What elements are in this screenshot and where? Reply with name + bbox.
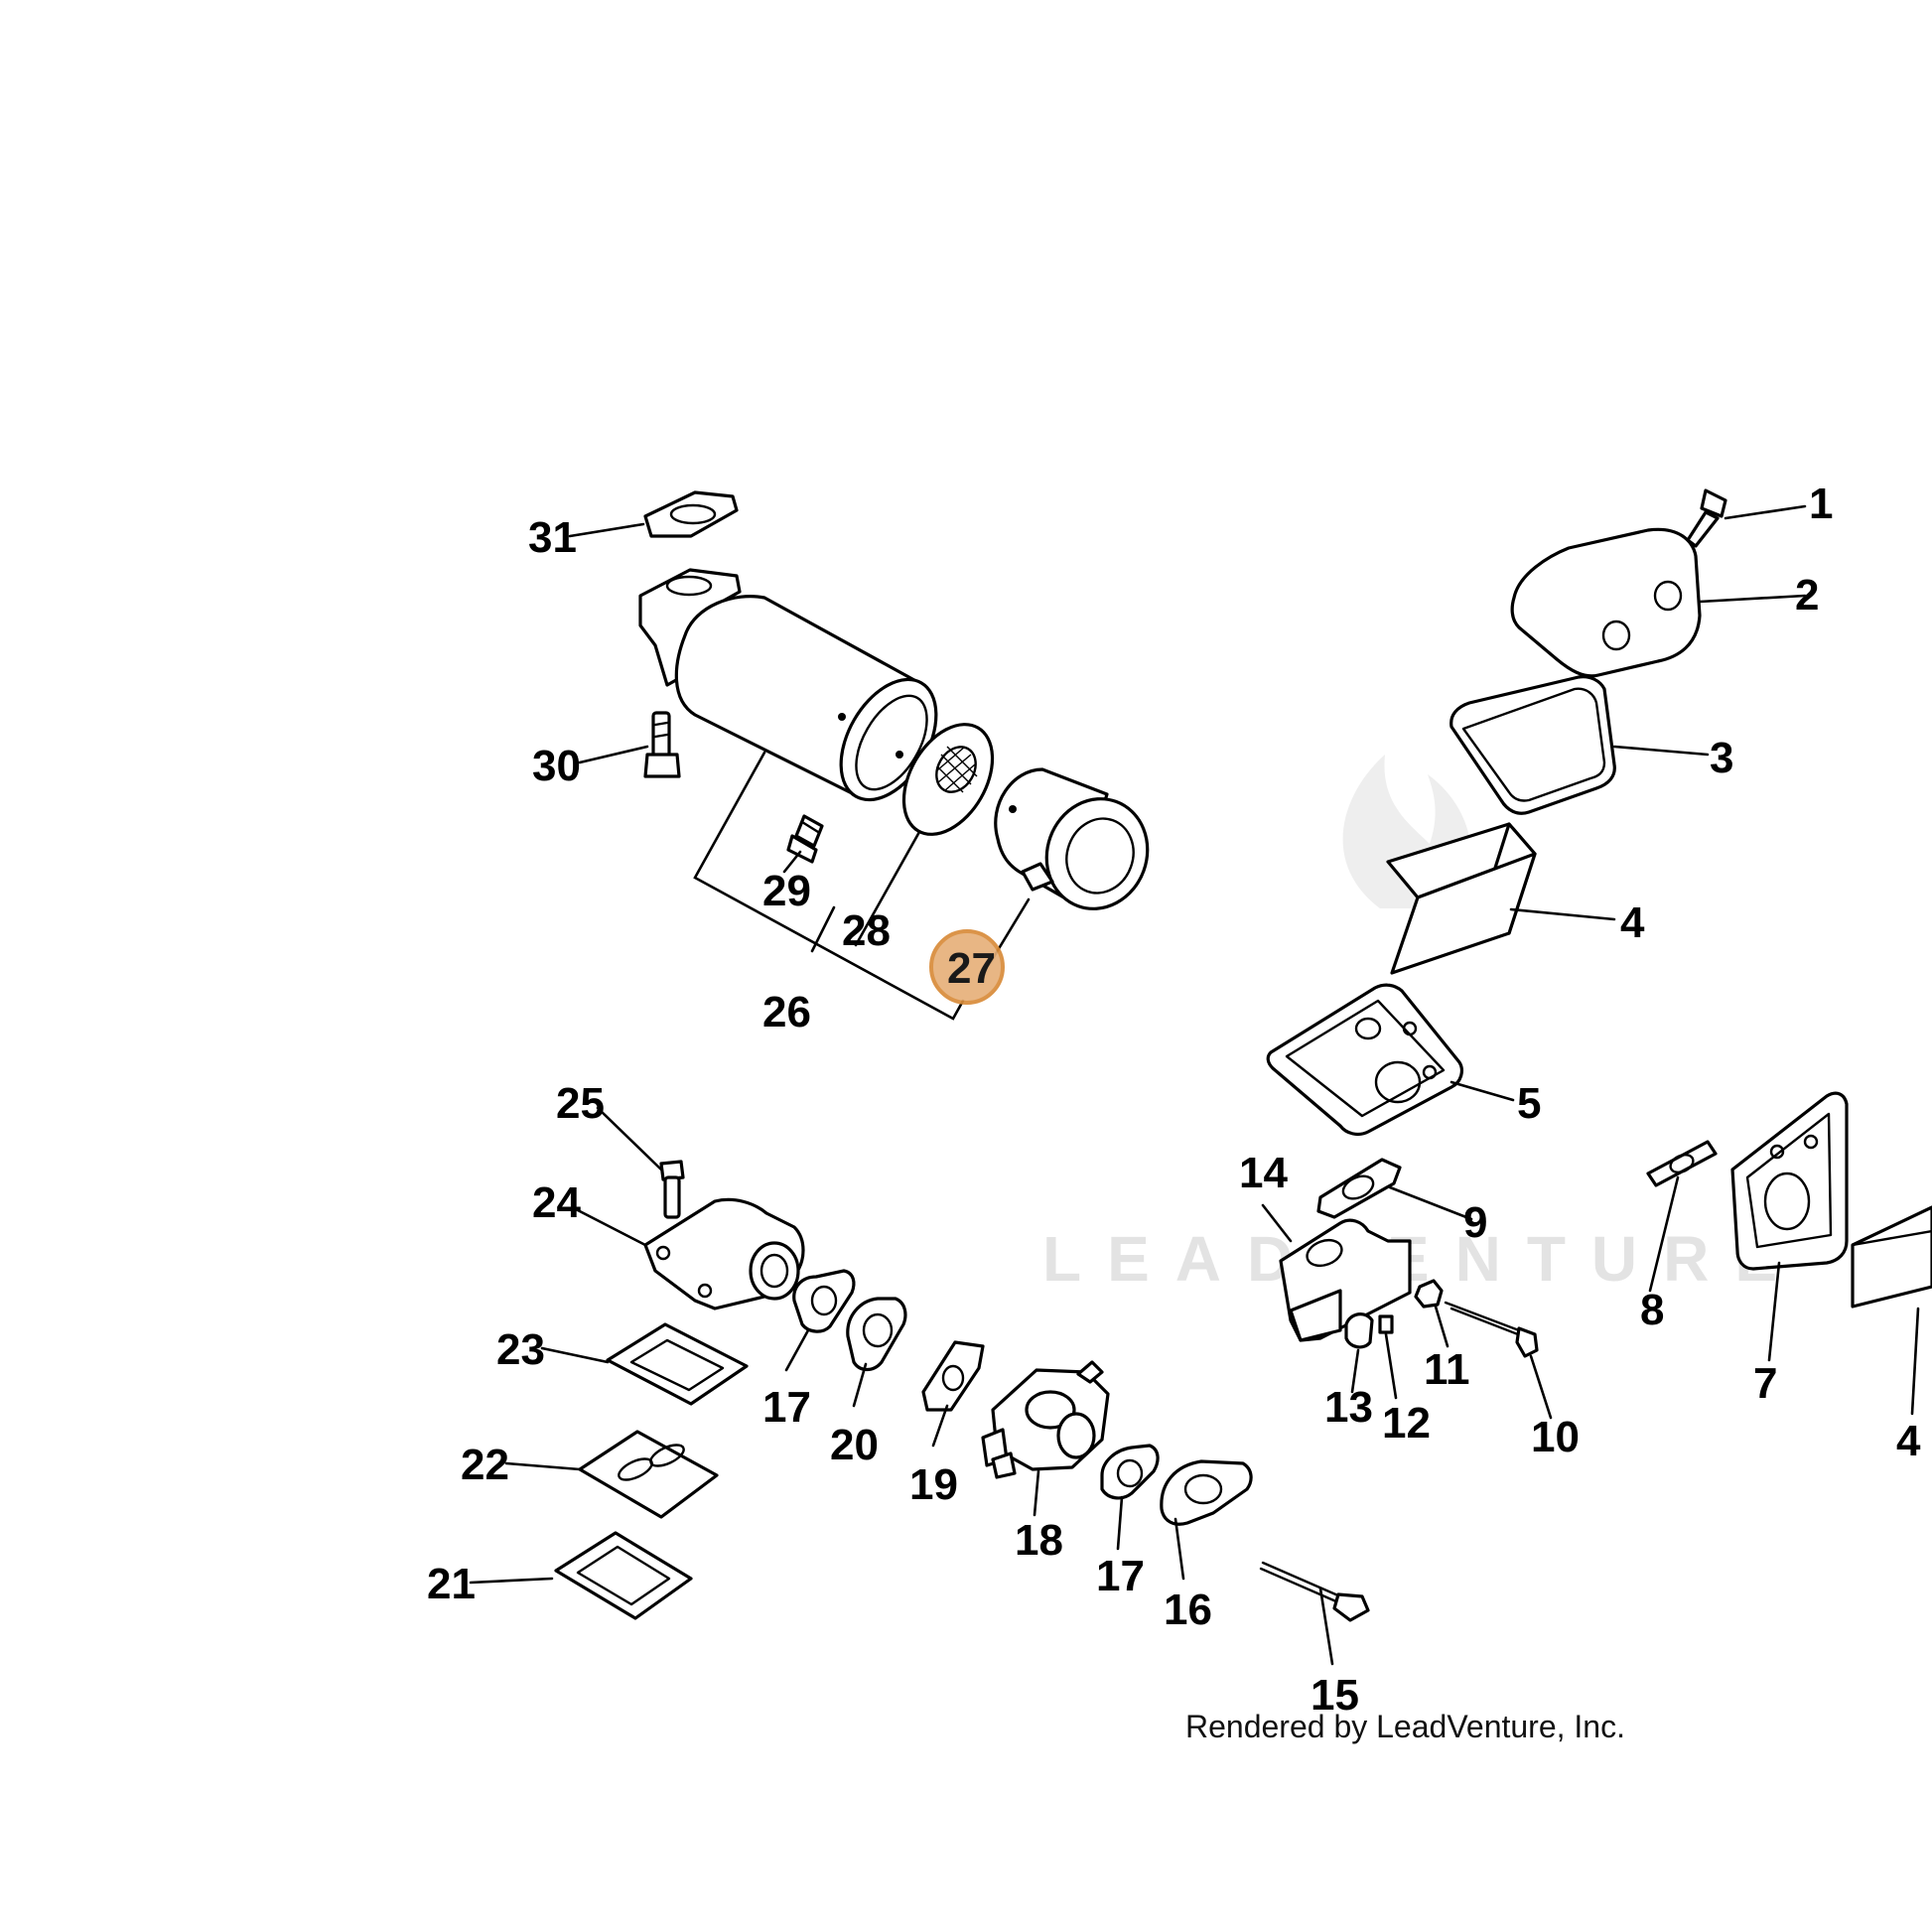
highlight-marker[interactable] bbox=[929, 929, 1005, 1005]
callout-26[interactable]: 26 bbox=[762, 988, 811, 1036]
air-cleaner-cover-2[interactable] bbox=[1510, 527, 1702, 678]
screw-29[interactable] bbox=[786, 814, 824, 864]
gasket-21[interactable] bbox=[554, 1531, 693, 1620]
muffler-gasket-31[interactable] bbox=[643, 490, 739, 538]
muffler-cap-27[interactable] bbox=[994, 767, 1163, 923]
callout-2[interactable]: 2 bbox=[1795, 571, 1819, 620]
gasket-8[interactable] bbox=[1646, 1140, 1718, 1187]
plate-22[interactable] bbox=[578, 1430, 719, 1519]
intake-manifold-24[interactable] bbox=[643, 1197, 805, 1311]
carburetor-18[interactable] bbox=[981, 1360, 1110, 1479]
gasket-17-left[interactable] bbox=[792, 1269, 856, 1333]
callout-10[interactable]: 10 bbox=[1531, 1413, 1580, 1461]
callout-30[interactable]: 30 bbox=[532, 742, 581, 790]
foam-element-4-right[interactable] bbox=[1851, 1205, 1932, 1309]
callout-14[interactable]: 14 bbox=[1239, 1149, 1288, 1197]
callout-1[interactable]: 1 bbox=[1809, 480, 1833, 528]
spark-arrestor-screen-28[interactable] bbox=[886, 709, 1011, 850]
callout-19[interactable]: 19 bbox=[909, 1460, 958, 1509]
credit-text: Rendered by LeadVenture, Inc. bbox=[1185, 1709, 1625, 1744]
foam-element-4[interactable] bbox=[1386, 822, 1537, 975]
gasket-23[interactable] bbox=[606, 1322, 749, 1406]
callout-4-right[interactable]: 4 bbox=[1896, 1417, 1921, 1465]
callout-18[interactable]: 18 bbox=[1015, 1516, 1063, 1565]
callout-labels: 1 2 3 4 5 7 8 4 9 10 11 12 13 14 15 16 1… bbox=[427, 480, 1921, 1720]
nut-13[interactable] bbox=[1344, 1312, 1374, 1349]
callout-17-left[interactable]: 17 bbox=[762, 1383, 811, 1432]
callout-8[interactable]: 8 bbox=[1640, 1286, 1664, 1334]
air-cleaner-case-5[interactable] bbox=[1266, 983, 1463, 1137]
bolt-30[interactable] bbox=[643, 711, 681, 778]
callout-13[interactable]: 13 bbox=[1324, 1383, 1373, 1432]
callout-20[interactable]: 20 bbox=[830, 1421, 879, 1469]
gasket-17-right[interactable] bbox=[1100, 1444, 1160, 1500]
callout-12[interactable]: 12 bbox=[1382, 1399, 1431, 1448]
callout-16[interactable]: 16 bbox=[1164, 1586, 1212, 1634]
callout-25[interactable]: 25 bbox=[556, 1079, 605, 1128]
callout-15[interactable]: 15 bbox=[1311, 1671, 1359, 1720]
callout-31[interactable]: 31 bbox=[528, 513, 577, 562]
bolt-15[interactable] bbox=[1259, 1561, 1370, 1622]
callout-22[interactable]: 22 bbox=[461, 1441, 509, 1489]
callout-5[interactable]: 5 bbox=[1517, 1079, 1541, 1128]
bolt-25[interactable] bbox=[659, 1160, 685, 1219]
callout-23[interactable]: 23 bbox=[496, 1325, 545, 1374]
gasket-9[interactable] bbox=[1316, 1158, 1402, 1219]
callout-9[interactable]: 9 bbox=[1463, 1198, 1487, 1247]
air-cleaner-case-7[interactable] bbox=[1730, 1091, 1849, 1271]
gasket-16[interactable] bbox=[1160, 1459, 1253, 1526]
callout-21[interactable]: 21 bbox=[427, 1560, 476, 1608]
clip-12[interactable] bbox=[1378, 1314, 1394, 1334]
gasket-19[interactable] bbox=[921, 1340, 985, 1412]
callout-28[interactable]: 28 bbox=[842, 906, 891, 955]
callout-29[interactable]: 29 bbox=[762, 867, 811, 915]
callout-17-right[interactable]: 17 bbox=[1096, 1552, 1145, 1600]
callout-24[interactable]: 24 bbox=[532, 1178, 581, 1227]
callout-11[interactable]: 11 bbox=[1424, 1345, 1470, 1394]
nut-11[interactable] bbox=[1414, 1279, 1444, 1309]
bracket-14[interactable] bbox=[1279, 1218, 1412, 1342]
callout-7[interactable]: 7 bbox=[1753, 1359, 1777, 1408]
bolt-1[interactable] bbox=[1686, 488, 1727, 548]
callout-27[interactable]: 27 bbox=[947, 944, 996, 993]
air-cleaner-gasket-3[interactable] bbox=[1449, 675, 1616, 815]
insulator-20[interactable] bbox=[846, 1297, 907, 1372]
cable-10[interactable] bbox=[1444, 1301, 1539, 1358]
callout-4[interactable]: 4 bbox=[1620, 898, 1645, 947]
callout-3[interactable]: 3 bbox=[1710, 734, 1733, 782]
leader-lines bbox=[469, 504, 1920, 1666]
